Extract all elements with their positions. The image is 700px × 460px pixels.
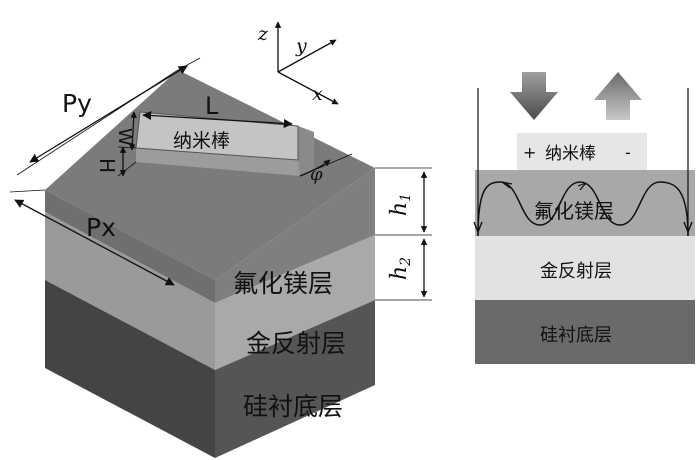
h2-label: h2 (387, 257, 414, 280)
coordinate-axes (274, 21, 339, 105)
py-dimension-arrow (29, 65, 188, 163)
section-label-gold: 金反射层 (540, 261, 612, 282)
section-minus-sign: - (625, 143, 631, 162)
l-dimension-arrow (142, 110, 293, 129)
section-gold-layer (475, 236, 695, 300)
section-label-si: 硅衬底层 (540, 325, 612, 346)
w-dimension-arrow (129, 111, 137, 151)
z-axis-label: z (257, 23, 269, 45)
side-mgf2-face (215, 168, 375, 303)
py-label: Py (62, 89, 92, 118)
cross-section: + 纳米棒 - 氟化镁层 金反射层 硅衬底层 (473, 72, 695, 364)
side-si-face (215, 300, 375, 458)
section-plus-sign: + (523, 143, 536, 162)
section-mgf2-layer (475, 170, 695, 236)
layer-label-si: 硅衬底层 (243, 392, 343, 421)
section-label-mgf2: 氟化镁层 (534, 199, 614, 223)
side-gold-face (215, 235, 375, 370)
reflected-light-arrow (594, 72, 642, 120)
w-label: W (114, 128, 135, 146)
phi-label: φ (310, 164, 323, 185)
section-si-layer (475, 300, 695, 364)
incident-light-arrow (510, 72, 558, 120)
px-label: Px (86, 213, 116, 242)
l-label: L (205, 92, 219, 120)
unit-cell-3d: 纳米棒 氟化镁层 金反射层 硅衬底层 (45, 70, 375, 458)
current-loop-path (477, 181, 689, 237)
px-dimension-arrow (14, 199, 175, 286)
y-axis-label: y (295, 35, 307, 57)
nanorod-label-3d: 纳米棒 (173, 130, 230, 152)
front-si-face (45, 280, 215, 458)
x-axis-label: x (312, 83, 323, 105)
section-nanorod (517, 133, 647, 170)
dimension-lines (9, 57, 432, 301)
y-axis (277, 39, 337, 73)
h-label: H (95, 158, 119, 173)
x-axis (277, 71, 339, 105)
section-nanorod-label: 纳米棒 (545, 144, 596, 164)
h1-label: h1 (387, 193, 414, 216)
layer-label-gold: 金反射层 (246, 329, 346, 358)
layer-label-mgf2: 氟化镁层 (233, 269, 333, 298)
